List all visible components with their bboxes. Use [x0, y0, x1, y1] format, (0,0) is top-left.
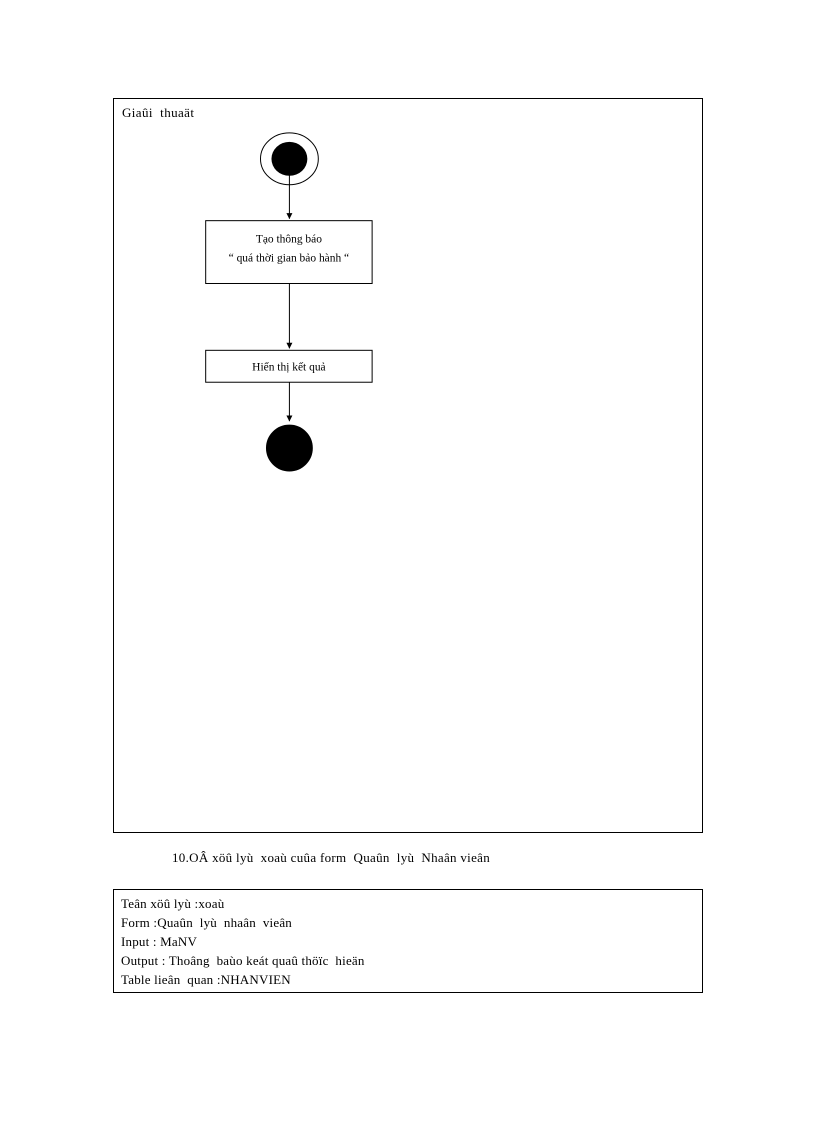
spec-row-input: Input : MaNV: [121, 934, 198, 949]
activity-node-2-label: Hiển thị kết quả: [252, 361, 325, 374]
spec-row-tables: Table lieân quan :NHANVIEN: [121, 972, 291, 987]
spec-row-name: Teân xöû lyù :xoaù: [121, 896, 225, 911]
spec-row-output: Output : Thoâng baùo keát quaû thöïc hie…: [121, 953, 365, 968]
activity-node-1-box: [205, 220, 373, 284]
activity-node-1-label-line-1: Tạo thông báo: [256, 234, 322, 246]
activity-node-1: Tạo thông báo “ quá thời gian bảo hành “: [205, 220, 373, 284]
diagram-caption: 10.OÂ xöû lyù xoaù cuûa form Quaûn lyù N…: [172, 850, 491, 865]
final-node-disc: [265, 424, 313, 472]
initial-node-dot: [271, 141, 308, 176]
activity-diagram-frame: Giaûi thuaät Tạo thông báo “ quá thời gi…: [113, 98, 703, 833]
final-node: [265, 424, 313, 472]
spec-row-form: Form :Quaûn lyù nhaân vieân: [121, 915, 292, 930]
activity-node-2-box: [205, 349, 373, 383]
activity-node-1-label-line-2: “ quá thời gian bảo hành “: [229, 253, 350, 265]
activity-node-2: Hiển thị kết quả: [205, 349, 373, 383]
diagram-title: Giaûi thuaät: [122, 105, 195, 120]
activity-diagram-canvas: Tạo thông báo “ quá thời gian bảo hành “…: [205, 132, 373, 472]
initial-node: [260, 132, 319, 186]
specification-table: Teân xöû lyù :xoaù Form :Quaûn lyù nhaân…: [113, 889, 703, 993]
